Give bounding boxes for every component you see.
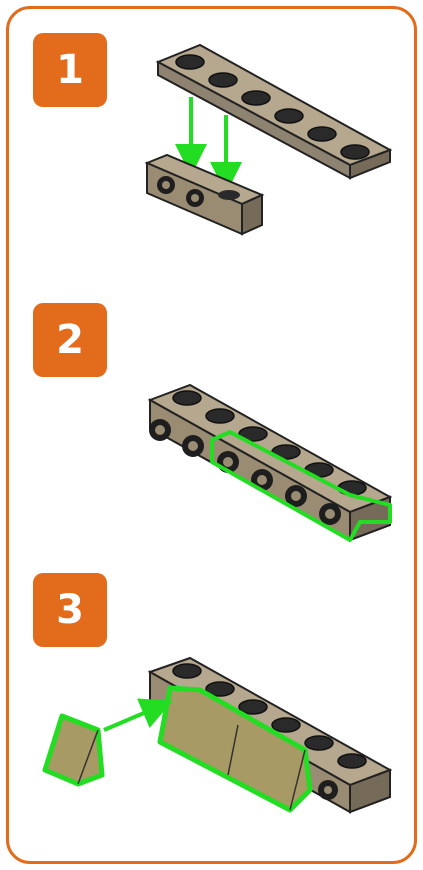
step-1-bracket-brick <box>144 153 265 236</box>
step-1-plate <box>155 43 393 180</box>
step-3-small-slope <box>42 713 105 787</box>
diagonal-arrow-icon <box>103 698 173 732</box>
down-arrow-icon <box>175 97 242 194</box>
step-2-badge: 2 <box>33 303 107 377</box>
step-2-assembly <box>147 383 393 542</box>
step-1-badge: 1 <box>33 33 107 107</box>
step-3-assembly <box>147 656 393 814</box>
step-3-badge: 3 <box>33 573 107 647</box>
